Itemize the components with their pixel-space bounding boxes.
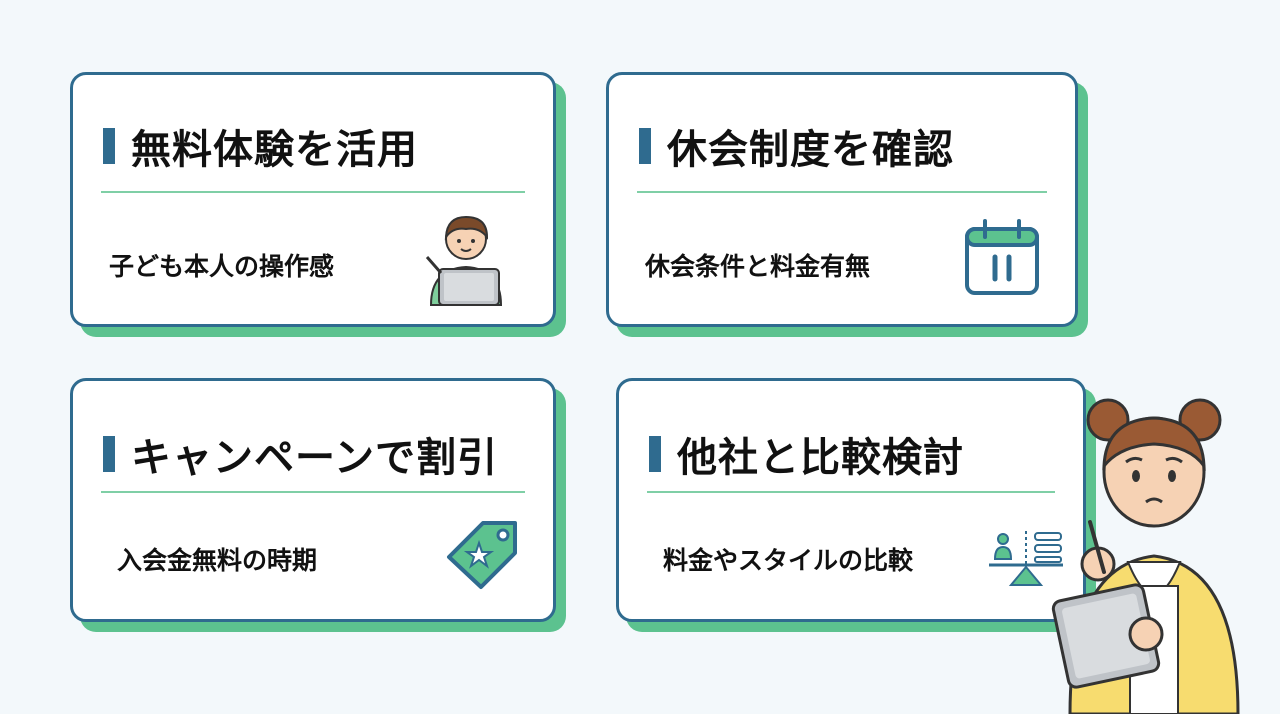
card-title: 無料体験を活用 [103,117,418,175]
balance-scale-icon [989,531,1063,586]
card-divider [637,191,1047,193]
title-accent-bar [639,128,651,164]
price-tag-star-icon [447,521,517,589]
card-title: キャンペーンで割引 [103,425,498,483]
card-divider [647,491,1055,493]
card-divider [101,191,525,193]
card-divider [101,491,525,493]
card-title: 休会制度を確認 [639,117,954,175]
title-accent-bar [649,436,661,472]
card-subtitle: 料金やスタイルの比較 [663,546,914,575]
card-title-text: キャンペーンで割引 [131,435,498,481]
calendar-icon [965,219,1039,295]
tip-card-pause-system: 休会制度を確認 休会条件と料金有無 [606,72,1078,327]
card-title-text: 無料体験を活用 [131,127,418,173]
worried-girl-illustration [1051,398,1240,714]
card-title-text: 他社と比較検討 [677,435,964,481]
card-subtitle: 休会条件と料金有無 [645,252,871,281]
card-subtitle: 子ども本人の操作感 [109,252,335,281]
card-subtitle: 入会金無料の時期 [117,546,318,575]
card-title-text: 休会制度を確認 [667,127,954,173]
card-title: 他社と比較検討 [649,425,964,483]
title-accent-bar [103,128,115,164]
tip-card-compare-companies: 他社と比較検討 料金やスタイルの比較 [616,378,1086,622]
tip-card-free-trial: 無料体験を活用 子ども本人の操作感 [70,72,556,327]
title-accent-bar [103,436,115,472]
boy-with-tablet-icon [425,215,503,306]
tip-card-campaign-discount: キャンペーンで割引 入会金無料の時期 [70,378,556,622]
